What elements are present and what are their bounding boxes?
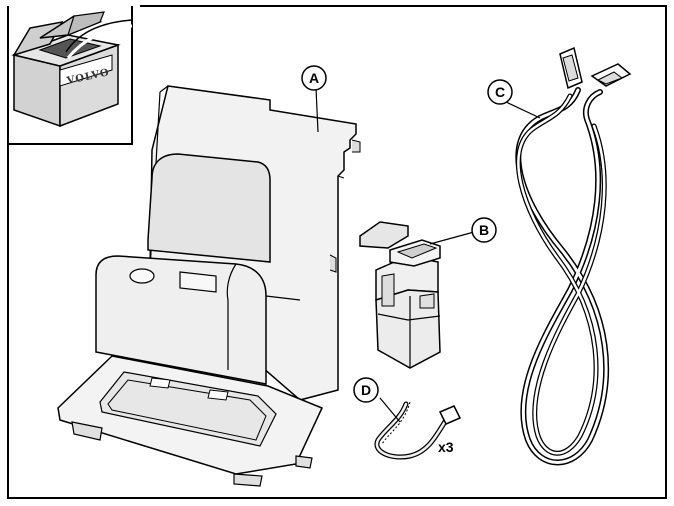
callout-a-leader	[315, 87, 319, 133]
part-d-cable-ties	[374, 401, 462, 460]
part-c-cable	[515, 46, 632, 466]
callout-d-label: D	[361, 382, 371, 398]
quantity-label: x3	[438, 439, 454, 455]
callout-a-label: A	[309, 70, 319, 86]
outer-frame	[7, 5, 667, 499]
callout-c: C	[487, 79, 513, 105]
callout-b-leader	[429, 231, 475, 245]
callout-c-leader	[505, 101, 541, 119]
callout-b: B	[471, 217, 497, 243]
callout-d-leader	[379, 397, 401, 423]
part-b-module	[359, 221, 441, 369]
callout-a: A	[301, 65, 327, 91]
kit-box-inset: VOLVO	[0, 0, 140, 145]
callout-c-label: C	[495, 84, 505, 100]
callout-b-label: B	[479, 222, 489, 238]
callout-d: D	[353, 377, 379, 403]
part-a-holder	[57, 85, 361, 487]
